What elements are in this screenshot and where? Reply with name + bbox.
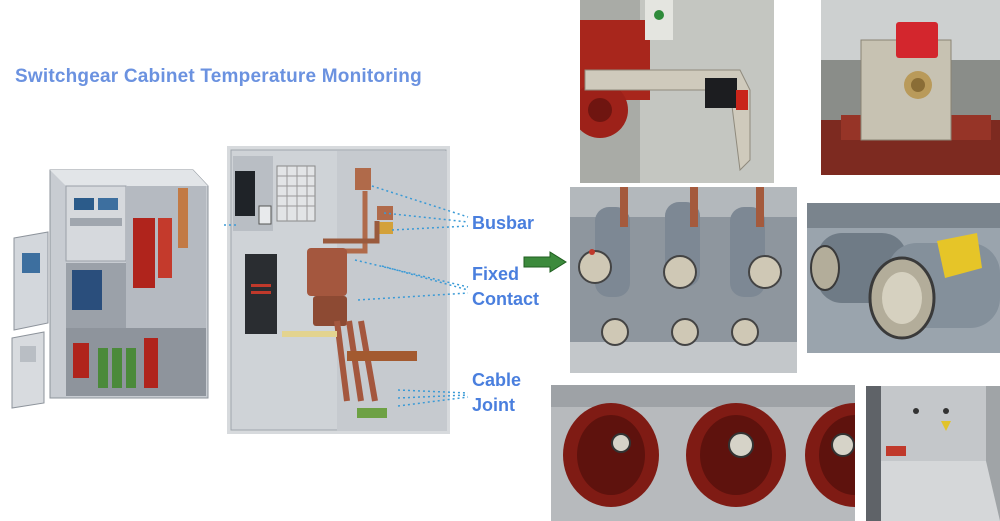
fixed-contact-label: Fixed Contact bbox=[472, 264, 539, 309]
contact-sensor-photo bbox=[807, 203, 1000, 353]
fixed-contact-photo bbox=[570, 187, 797, 373]
cable-joint-label: Cable Joint bbox=[472, 370, 522, 415]
busbar-sensor-photo bbox=[580, 0, 774, 183]
busbar-label: Busbar bbox=[472, 213, 535, 233]
right-arrow-icon bbox=[523, 251, 567, 273]
cabinet-cross-section-diagram bbox=[227, 146, 450, 434]
bolt-sensor-photo bbox=[821, 0, 1000, 175]
cabinet-interior-photo bbox=[866, 386, 1000, 521]
switchgear-cabinet-illustration bbox=[8, 158, 223, 413]
cable-joint-photo bbox=[551, 385, 855, 521]
page-title: Switchgear Cabinet Temperature Monitorin… bbox=[15, 66, 422, 87]
